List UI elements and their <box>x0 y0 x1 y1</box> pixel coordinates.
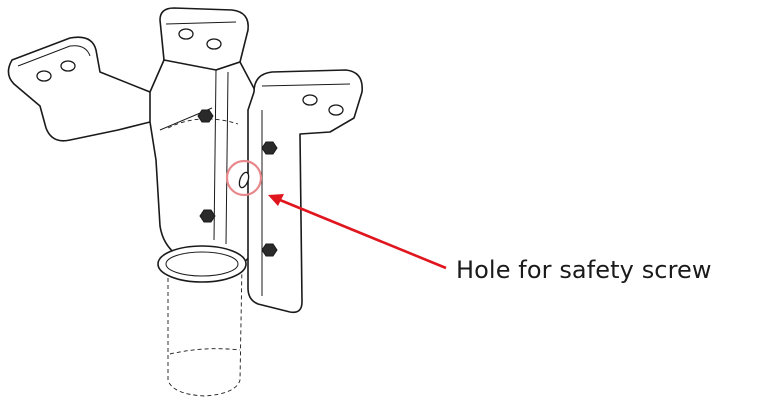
safety-screw-slot <box>238 171 250 189</box>
callout-circle <box>225 159 263 197</box>
bracket-body <box>149 59 259 267</box>
tab-hole <box>178 28 194 40</box>
callout-arrow <box>268 194 447 270</box>
top-mounting-tab <box>159 7 249 73</box>
tab-hole <box>206 38 222 50</box>
collar-ring <box>157 245 247 283</box>
arm-hole <box>36 70 52 82</box>
right-mounting-plate <box>247 69 363 314</box>
left-mounting-arm <box>7 36 161 142</box>
hidden-tube <box>167 118 243 397</box>
plate-hole <box>302 94 318 106</box>
nut-bolt <box>197 109 278 257</box>
callout-label: Hole for safety screw <box>456 256 712 284</box>
arm-hole <box>60 60 76 72</box>
plate-hole <box>328 104 344 116</box>
